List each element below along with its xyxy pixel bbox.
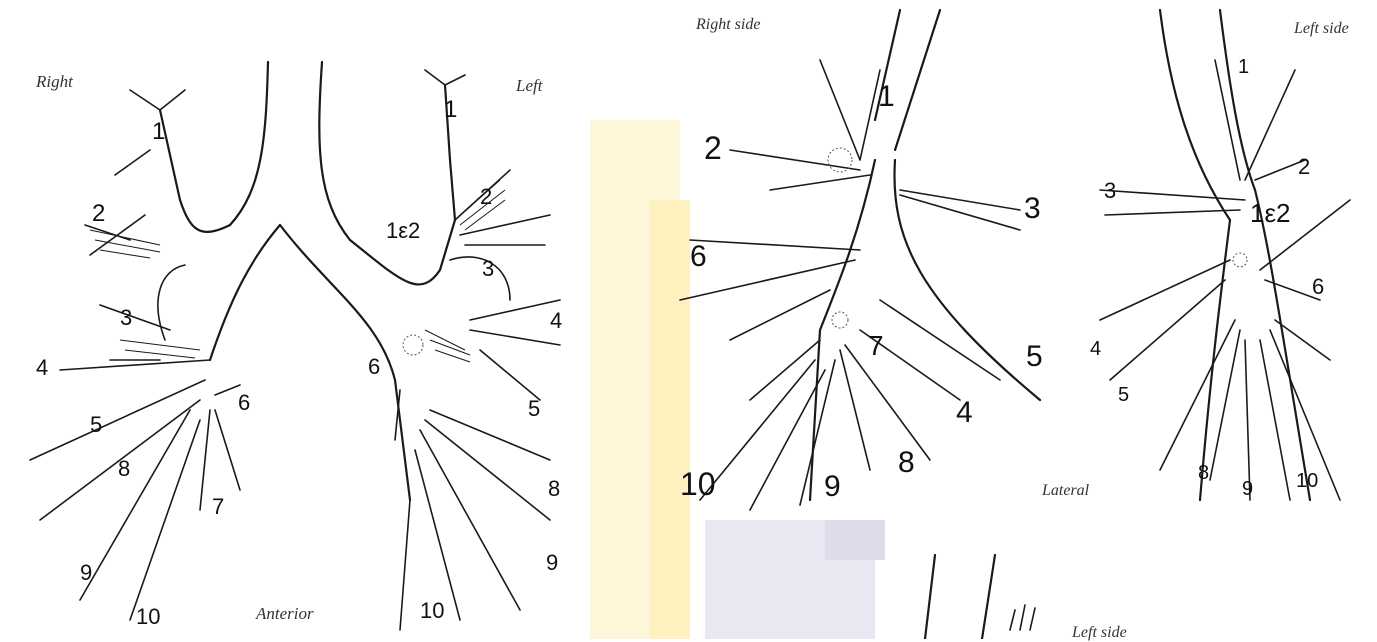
seg-ll-9: 9: [1242, 478, 1253, 501]
seg-lr-3: 3: [1024, 192, 1041, 226]
seg-lr-8: 8: [898, 446, 915, 480]
seg-ll-1e2: 1ε2: [1250, 198, 1291, 229]
seg-l-9: 9: [546, 550, 558, 576]
seg-l-4: 4: [550, 308, 562, 334]
label-left-side: Left side: [1294, 20, 1349, 38]
label-anterior: Anterior: [256, 604, 314, 624]
seg-lr-2: 2: [704, 130, 722, 167]
seg-ll-4: 4: [1090, 338, 1101, 361]
seg-r-8: 8: [118, 456, 130, 482]
seg-lr-7: 7: [868, 330, 884, 362]
seg-l-10: 10: [420, 598, 444, 624]
seg-ll-1: 1: [1238, 56, 1249, 79]
seg-lr-9: 9: [824, 470, 841, 504]
label-left: Left: [516, 76, 542, 96]
lateral-right-bronchial-tree: [660, 0, 1060, 520]
label-right-side: Right side: [696, 16, 760, 34]
seg-l-1: 1: [444, 96, 457, 124]
bottom-partial-tree: [900, 550, 1100, 639]
seg-lr-5: 5: [1026, 340, 1043, 374]
seg-r-10: 10: [136, 604, 160, 630]
seg-r-3: 3: [120, 305, 132, 331]
seg-lr-4: 4: [956, 396, 973, 430]
label-left-side-bottom: Left side: [1072, 624, 1127, 642]
seg-l-6: 6: [368, 354, 380, 380]
label-lateral: Lateral: [1042, 482, 1089, 500]
seg-lr-1: 1: [878, 80, 895, 114]
seg-l-3: 3: [482, 256, 494, 282]
label-right: Right: [36, 72, 73, 92]
seg-r-2: 2: [92, 200, 105, 228]
seg-ll-8: 8: [1198, 462, 1209, 485]
seg-r-7: 7: [212, 494, 224, 520]
seg-r-4: 4: [36, 355, 48, 381]
seg-r-5: 5: [90, 412, 102, 438]
seg-ll-5: 5: [1118, 384, 1129, 407]
seg-r-1: 1: [152, 118, 165, 146]
seg-lr-6: 6: [690, 240, 707, 274]
seg-r-6: 6: [238, 390, 250, 416]
anterior-bronchial-tree: [0, 0, 590, 639]
lateral-left-bronchial-tree: [1080, 0, 1377, 520]
seg-l-8: 8: [548, 476, 560, 502]
seg-ll-2: 2: [1298, 154, 1310, 180]
seg-l-5: 5: [528, 396, 540, 422]
seg-ll-6: 6: [1312, 274, 1324, 300]
seg-lr-10: 10: [680, 466, 716, 503]
seg-ll-3: 3: [1104, 178, 1116, 204]
seg-l-2: 2: [480, 184, 492, 210]
seg-r-9: 9: [80, 560, 92, 586]
seg-l-1e2: 1ε2: [386, 218, 420, 244]
seg-ll-10: 10: [1296, 470, 1318, 493]
